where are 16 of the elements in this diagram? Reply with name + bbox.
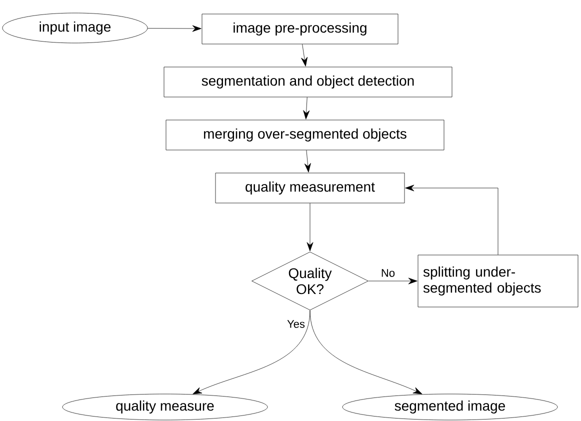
arrow xyxy=(301,44,308,66)
edge-label: Yes xyxy=(287,320,305,328)
arrow xyxy=(147,25,202,32)
arrow xyxy=(304,150,311,172)
process-box: quality measurement xyxy=(215,172,405,204)
edge-label: No xyxy=(382,269,395,277)
arrow xyxy=(310,310,422,394)
process-box: segmentation and object detection xyxy=(164,66,452,98)
arrow xyxy=(405,184,498,255)
process-box: splitting under-segmented objects xyxy=(418,254,578,308)
arrow xyxy=(368,278,418,284)
arrow xyxy=(192,310,310,394)
process-box: image pre-processing xyxy=(202,14,398,44)
arrow xyxy=(306,203,314,252)
process-box: merging over-segmented objects xyxy=(166,120,444,150)
arrow xyxy=(303,97,310,120)
